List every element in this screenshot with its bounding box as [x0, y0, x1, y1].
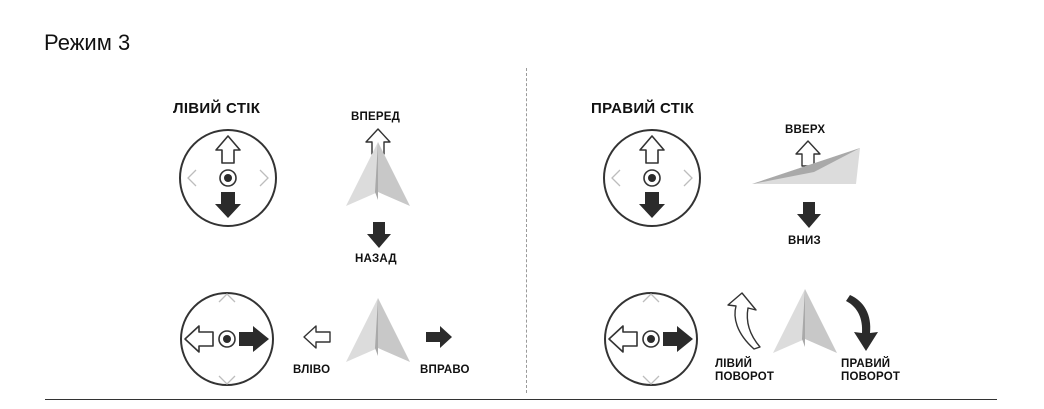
- down-label: ВНИЗ: [788, 235, 821, 247]
- left-stick-joystick-vertical: [179, 129, 277, 227]
- left-label: ВЛІВО: [293, 364, 331, 376]
- rotate-left-label-line1: ЛІВИЙ: [715, 358, 753, 370]
- rotate-right-arrow-icon: [846, 295, 878, 351]
- backward-label: НАЗАД: [355, 253, 397, 265]
- rotate-right-label-line1: ПРАВИЙ: [841, 358, 891, 370]
- aircraft-top-view-icon: [346, 142, 410, 206]
- mode-title: Режим 3: [44, 30, 131, 55]
- rotate-left-arrow-icon: [727, 292, 761, 350]
- rotate-left-label-line2: ПОВОРОТ: [715, 371, 775, 383]
- up-label: ВВЕРХ: [785, 124, 826, 136]
- rotate-right-label: ПРАВИЙ ПОВОРОТ: [841, 358, 900, 384]
- bottom-rule: [45, 399, 997, 400]
- right-label: ВПРАВО: [420, 364, 470, 376]
- forward-label: ВПЕРЕД: [351, 111, 400, 123]
- backward-arrow-icon: [367, 222, 391, 248]
- aircraft-top-view-icon: [773, 289, 837, 353]
- down-arrow-icon: [797, 202, 821, 228]
- section-divider: [526, 68, 527, 393]
- right-stick-joystick-horizontal: [604, 292, 698, 386]
- left-stick-joystick-horizontal: [180, 292, 274, 386]
- right-stick-joystick-vertical: [603, 129, 701, 227]
- right-stick-title: ПРАВИЙ СТІК: [591, 100, 695, 117]
- left-arrow-icon: [303, 325, 331, 349]
- aircraft-top-view-icon: [346, 298, 410, 362]
- left-stick-title: ЛІВИЙ СТІК: [173, 100, 261, 117]
- aircraft-side-view-icon: [752, 148, 860, 184]
- right-arrow-icon: [426, 326, 452, 348]
- rotate-left-label: ЛІВИЙ ПОВОРОТ: [715, 358, 774, 384]
- rotate-right-label-line2: ПОВОРОТ: [841, 371, 901, 383]
